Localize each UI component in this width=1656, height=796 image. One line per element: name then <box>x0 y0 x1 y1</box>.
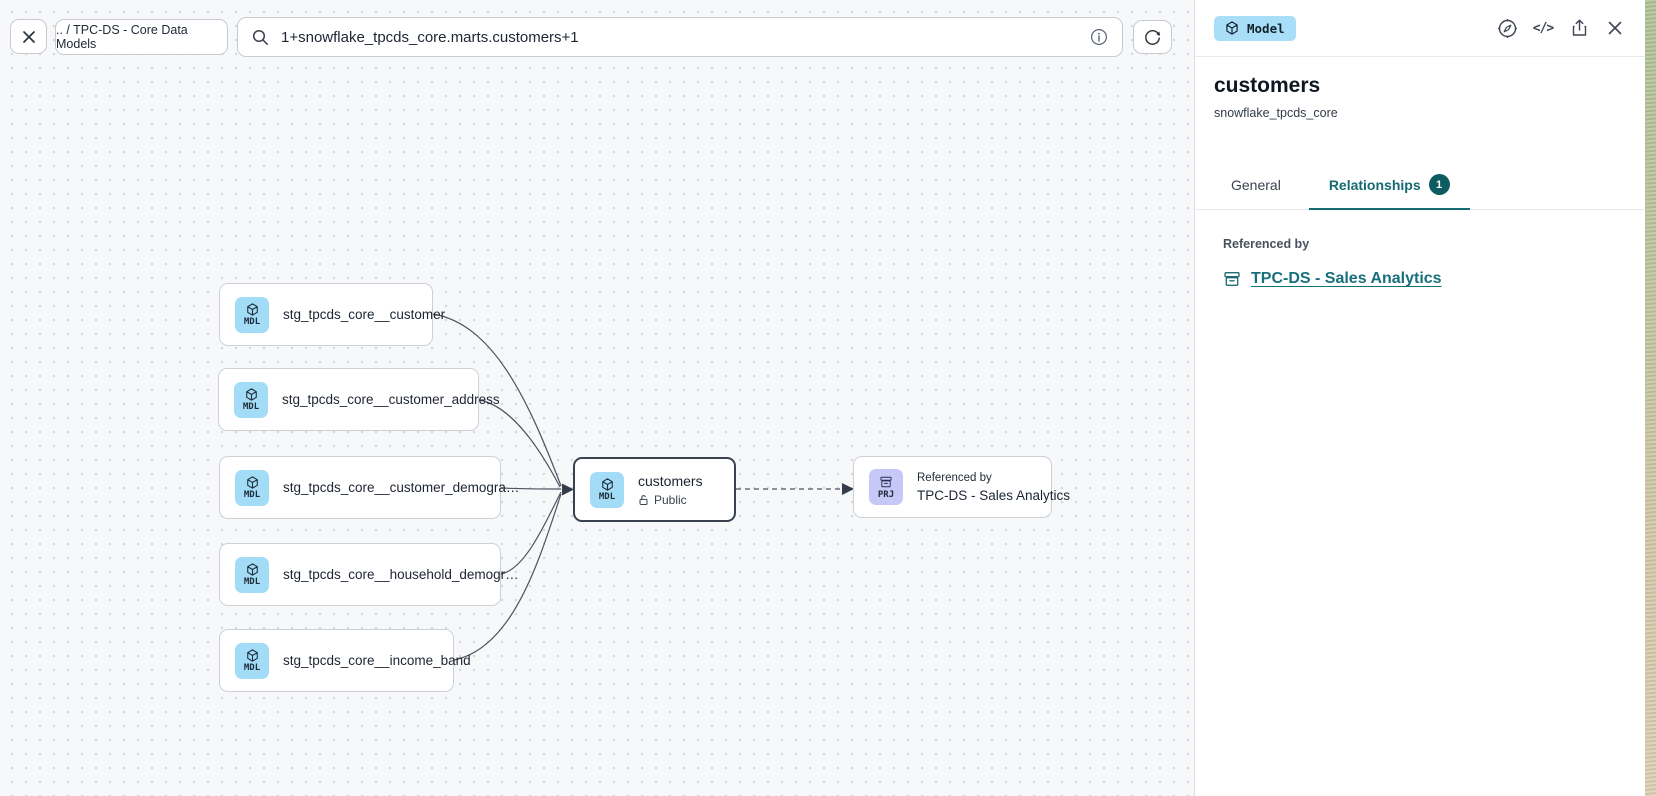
tile-label: MDL <box>243 402 259 412</box>
tile-label: MDL <box>244 577 260 587</box>
tile-label: PRJ <box>878 490 894 500</box>
node-referenced-by-project[interactable]: PRJ Referenced by TPC-DS - Sales Analyti… <box>853 456 1052 518</box>
close-icon <box>1607 20 1623 36</box>
cube-icon <box>245 388 258 401</box>
cube-icon <box>246 476 259 489</box>
referenced-by-label: Referenced by <box>1223 237 1617 251</box>
node-label: stg_tpcds_core__income_band <box>283 653 471 668</box>
node-stg-tpcds-core-customer-address[interactable]: MDL stg_tpcds_core__customer_address <box>218 368 479 431</box>
search-input[interactable]: 1+snowflake_tpcds_core.marts.customers+1 <box>281 29 1078 46</box>
node-stg-tpcds-core-income-band[interactable]: MDL stg_tpcds_core__income_band <box>219 629 454 692</box>
close-panel-button[interactable] <box>1604 17 1626 39</box>
lineage-edges <box>0 0 1194 796</box>
compass-icon <box>1497 18 1518 39</box>
panel-tabs: General Relationships 1 <box>1195 164 1645 210</box>
lock-open-icon <box>638 494 649 506</box>
node-stg-tpcds-core-customer[interactable]: MDL stg_tpcds_core__customer <box>219 283 433 346</box>
refresh-lineage-button[interactable] <box>1133 20 1172 54</box>
panel-title: customers <box>1214 74 1626 98</box>
info-icon[interactable] <box>1090 28 1108 46</box>
node-stg-tpcds-core-customer-demographics[interactable]: MDL stg_tpcds_core__customer_demogra… <box>219 456 501 519</box>
node-stg-tpcds-core-household-demographics[interactable]: MDL stg_tpcds_core__household_demogr… <box>219 543 501 606</box>
explore-lineage-button[interactable] <box>1496 17 1518 39</box>
node-kicker: Referenced by <box>917 472 1070 484</box>
type-badge-label: Model <box>1247 21 1285 36</box>
tab-count-badge: 1 <box>1429 174 1450 195</box>
project-tile: PRJ <box>869 469 903 505</box>
share-icon <box>1570 18 1589 38</box>
lineage-search[interactable]: 1+snowflake_tpcds_core.marts.customers+1 <box>237 17 1123 57</box>
wallpaper-edge-strip <box>1645 0 1656 796</box>
close-lineage-button[interactable] <box>10 19 47 54</box>
cube-icon <box>246 303 259 316</box>
edge-household-demographics <box>501 492 561 574</box>
node-visibility: Public <box>654 493 687 507</box>
breadcrumb-label: .. / TPC-DS - Core Data Models <box>56 23 227 51</box>
node-customers-selected[interactable]: MDL customers Public <box>573 457 736 522</box>
panel-subtitle: snowflake_tpcds_core <box>1214 106 1626 120</box>
model-tile: MDL <box>235 643 269 679</box>
archive-icon <box>879 475 893 489</box>
cube-icon <box>1225 21 1239 35</box>
tile-label: MDL <box>244 663 260 673</box>
archive-icon <box>1223 270 1241 288</box>
model-tile: MDL <box>235 297 269 333</box>
reference-project-link[interactable]: TPC-DS - Sales Analytics <box>1223 270 1442 288</box>
tile-label: MDL <box>244 317 260 327</box>
node-label: stg_tpcds_core__household_demogr… <box>283 567 519 582</box>
node-label: stg_tpcds_core__customer <box>283 307 445 322</box>
close-icon <box>22 30 36 44</box>
reference-link-label: TPC-DS - Sales Analytics <box>1251 270 1442 288</box>
view-code-button[interactable]: </> <box>1532 17 1554 39</box>
refresh-icon <box>1143 28 1162 47</box>
search-icon <box>252 29 269 46</box>
tile-label: MDL <box>244 490 260 500</box>
cube-icon <box>601 478 614 491</box>
model-tile: MDL <box>590 472 624 508</box>
tab-label: General <box>1231 177 1281 193</box>
tab-general[interactable]: General <box>1211 164 1301 209</box>
model-tile: MDL <box>235 470 269 506</box>
share-button[interactable] <box>1568 17 1590 39</box>
node-label: TPC-DS - Sales Analytics <box>917 488 1070 503</box>
node-label: stg_tpcds_core__customer_address <box>282 392 500 407</box>
lineage-canvas[interactable]: .. / TPC-DS - Core Data Models 1+snowfla… <box>0 0 1194 796</box>
node-label: stg_tpcds_core__customer_demogra… <box>283 480 519 495</box>
model-tile: MDL <box>234 382 268 418</box>
cube-icon <box>246 563 259 576</box>
model-tile: MDL <box>235 557 269 593</box>
type-badge: Model <box>1214 16 1296 41</box>
tile-label: MDL <box>599 492 615 502</box>
node-label: customers <box>638 473 703 489</box>
details-panel: Model </> <box>1194 0 1645 796</box>
tab-label: Relationships <box>1329 177 1421 193</box>
panel-header: Model </> <box>1195 0 1645 57</box>
breadcrumb[interactable]: .. / TPC-DS - Core Data Models <box>55 19 228 55</box>
tab-relationships[interactable]: Relationships 1 <box>1309 164 1470 210</box>
cube-icon <box>246 649 259 662</box>
code-icon: </> <box>1533 21 1553 36</box>
